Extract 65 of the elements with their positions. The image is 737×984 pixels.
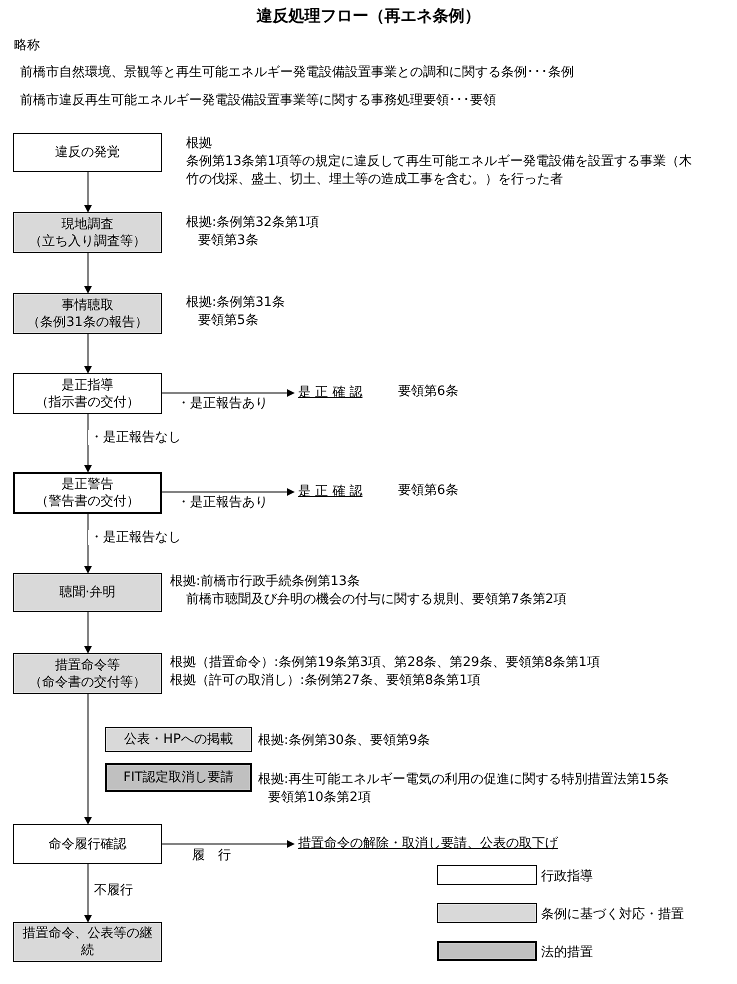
process-box — [13, 293, 162, 334]
step-label: 聴聞·弁明 — [59, 584, 116, 601]
arrow — [84, 414, 92, 473]
arrow — [84, 694, 92, 825]
basis-note: 根拠:条例第32条第1項 — [186, 214, 320, 232]
basis-note: 条例第13条第1項等の規定に違反して再生可能エネルギー発電設備を設置する事業（木竹の伐採、盛土、切土、埋土等の造成工事を含む。）を行った者 — [186, 153, 693, 189]
process-box — [13, 212, 162, 253]
basis-note: 要領第5条 — [198, 312, 258, 330]
process-box — [13, 573, 162, 612]
basis-note: 根拠:条例第31条 — [186, 294, 285, 312]
step-label: 違反の発覚 — [55, 144, 120, 161]
process-box — [13, 653, 162, 694]
step-label: （警告書の交付） — [36, 493, 140, 510]
step-label: 措置命令等 — [55, 656, 120, 674]
arrow — [84, 334, 92, 374]
step-label: （条例31条の報告） — [27, 314, 148, 330]
result-text: 措置命令の解除・取消し要請、公表の取下げ — [298, 834, 558, 854]
legend-label: 行政指導 — [541, 868, 593, 885]
process-box — [13, 133, 162, 172]
edge-label: 不履行 — [92, 883, 135, 898]
arrow — [84, 252, 92, 294]
section-heading: 略称 — [14, 37, 40, 54]
basis-note: 前橋市聴聞及び弁明の機会の付与に関する規則、要領第7条第2項 — [186, 591, 567, 609]
process-box — [105, 763, 252, 792]
arrow — [162, 488, 295, 496]
process-box — [13, 824, 162, 864]
title: 違反処理フロー（再エネ条例） — [256, 6, 482, 27]
step-label: 是正警告 — [62, 476, 114, 493]
arrow — [84, 612, 92, 654]
basis-note: 根拠（許可の取消し）:条例第27条、要領第8条第1項 — [170, 672, 480, 690]
legend-label: 条例に基づく対応・措置 — [541, 906, 684, 923]
arrow — [84, 514, 92, 574]
result-text: 是 正 確 認 — [298, 482, 362, 502]
step-label: （立ち入り調査等） — [29, 232, 146, 250]
process-box — [105, 727, 252, 752]
step-label: 事情聴取 — [62, 296, 114, 314]
basis-note: 要領第6条 — [398, 383, 458, 401]
edge-label: 履 行 — [190, 848, 233, 863]
abbreviation-note: 前橋市違反再生可能エネルギー発電設備設置事業等に関する事務処理要領･･･要領 — [20, 92, 496, 109]
basis-note: 根拠 — [186, 135, 212, 153]
legend-label: 法的措置 — [541, 944, 593, 961]
basis-note: 根拠（措置命令）:条例第19条第3項、第28条、第29条、要領第8条第1項 — [170, 654, 600, 672]
step-label: （指示書の交付） — [36, 394, 140, 410]
basis-note: 根拠:前橋市行政手続条例第13条 — [170, 573, 360, 591]
step-label: FIT認定取消し要請 — [123, 769, 234, 786]
arrow — [84, 864, 92, 923]
step-label: 命令履行確認 — [48, 836, 126, 852]
abbreviation-note: 前橋市自然環境、景観等と再生可能エネルギー発電設備設置事業との調和に関する条例･･･条例 — [20, 64, 574, 81]
basis-note: 根拠:再生可能エネルギー電気の利用の促進に関する特別措置法第15条 — [258, 771, 669, 789]
arrow — [162, 389, 295, 397]
basis-note: 根拠:条例第30条、要領第9条 — [258, 732, 430, 750]
process-box — [13, 373, 162, 414]
process-box — [13, 922, 162, 962]
arrow — [84, 172, 92, 213]
process-box — [13, 472, 162, 514]
step-label: 現地調査 — [62, 216, 114, 232]
step-label: 公表・HPへの掲載 — [124, 731, 233, 748]
step-label: 措置命令、公表等の継続 — [22, 925, 154, 959]
step-label: 是正指導 — [62, 376, 114, 394]
basis-note: 要領第3条 — [198, 232, 258, 250]
basis-note: 要領第10条第2項 — [268, 789, 371, 807]
arrow — [162, 840, 295, 848]
step-label: （命令書の交付等） — [29, 674, 146, 690]
basis-note: 要領第6条 — [398, 482, 458, 500]
result-text: 是 正 確 認 — [298, 383, 362, 403]
